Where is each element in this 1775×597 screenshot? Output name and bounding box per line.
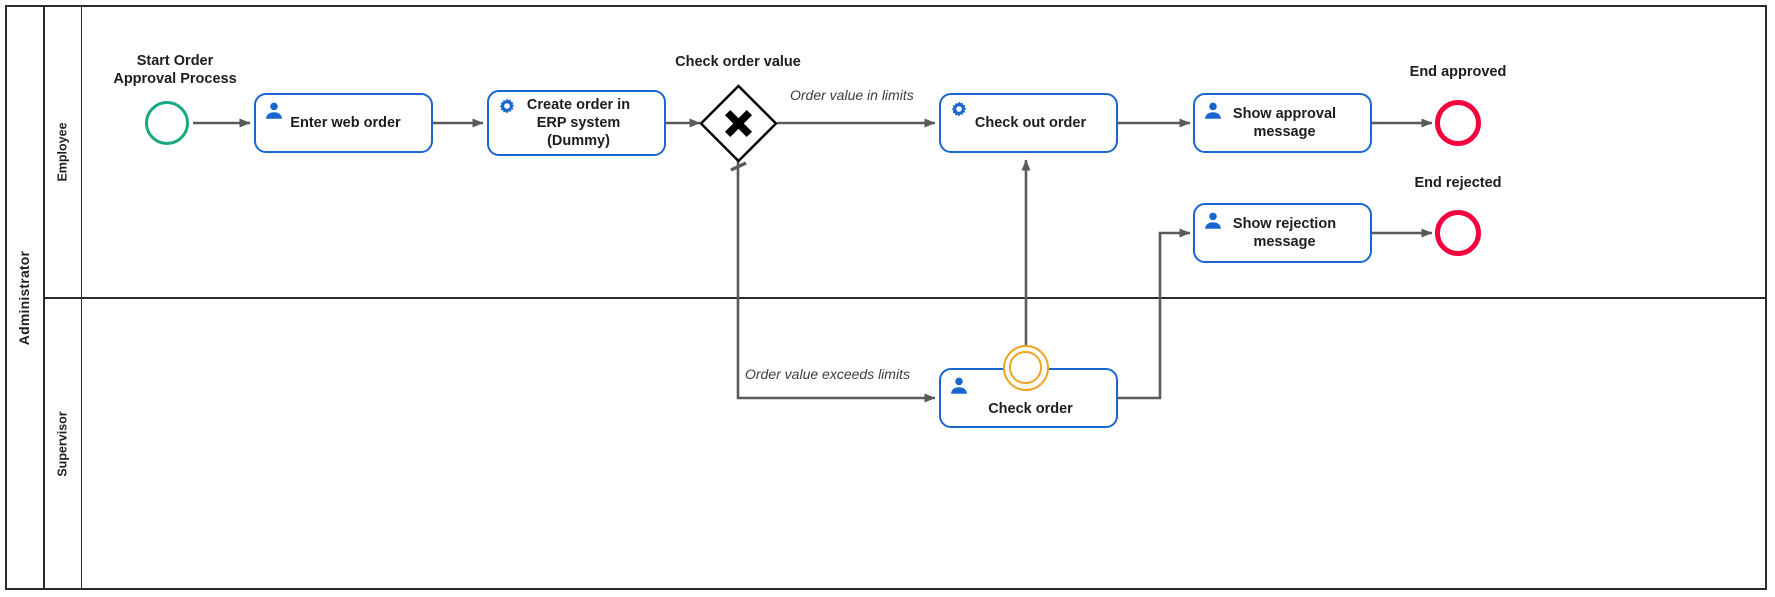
user-icon (1205, 102, 1221, 119)
task-label: Enter web order (290, 114, 401, 131)
start-event[interactable] (145, 101, 189, 145)
flow-gateway-to-check-order (730, 161, 936, 403)
end-event-approved[interactable] (1435, 100, 1481, 146)
boundary-event-icon[interactable] (1003, 345, 1049, 391)
task-label: Check order (988, 400, 1073, 417)
flow-check-order-to-show-rejection (1117, 228, 1191, 400)
task-label: Show rejection message (1232, 215, 1337, 250)
task-label: Show approval message (1232, 105, 1337, 140)
end-event-rejected[interactable] (1435, 210, 1481, 256)
gateway-check-order-value[interactable] (699, 84, 778, 163)
task-show-rejection-message[interactable]: Show rejection message (1193, 203, 1372, 263)
lane-divider (45, 297, 1767, 299)
x-marker (725, 110, 752, 137)
flow-label-order-value-exceeds-limits: Order value exceeds limits (745, 366, 910, 382)
gateway-label-check-order-value: Check order value (675, 54, 801, 70)
boundary-event-inner-ring (1009, 351, 1042, 384)
flow-label-order-value-in-limits: Order value in limits (790, 87, 914, 103)
task-show-approval-message[interactable]: Show approval message (1193, 93, 1372, 153)
task-label: Create order in ERP system (Dummy) (526, 96, 631, 150)
user-icon (951, 377, 967, 394)
start-event-label: Start Order Approval Process (113, 53, 237, 87)
lane-header-supervisor: Supervisor (45, 298, 82, 590)
task-create-order-erp[interactable]: Create order in ERP system (Dummy) (487, 90, 666, 156)
pool-header-administrator: Administrator (5, 5, 45, 590)
user-icon (266, 102, 282, 119)
task-enter-web-order[interactable]: Enter web order (254, 93, 433, 153)
end-rejected-label: End rejected (1414, 175, 1502, 191)
user-icon (1205, 212, 1221, 229)
lane-header-employee: Employee (45, 5, 82, 298)
task-check-out-order[interactable]: Check out order (939, 93, 1118, 153)
gear-icon (499, 98, 515, 114)
gear-icon (951, 101, 967, 117)
task-label: Check out order (974, 114, 1087, 131)
default-flow-marker (730, 161, 747, 172)
end-approved-label: End approved (1409, 64, 1507, 80)
